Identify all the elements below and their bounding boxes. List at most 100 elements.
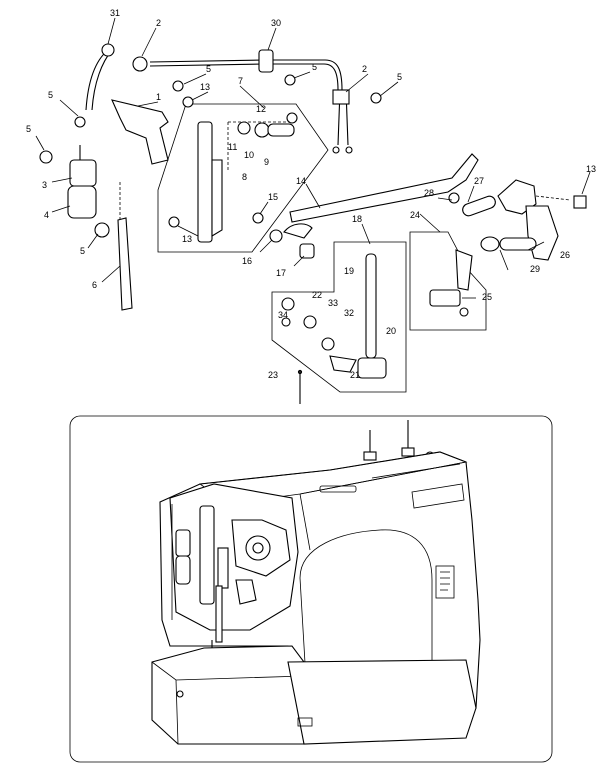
- callout-12: 12: [256, 104, 266, 114]
- callout-8: 8: [242, 172, 247, 182]
- callout-25: 25: [482, 292, 492, 302]
- callout-16: 16: [242, 256, 252, 266]
- lever-bar-6: [117, 217, 133, 311]
- screw-13-top: [182, 96, 194, 108]
- face-plate-bracket-1: [111, 99, 169, 165]
- callout-33: 33: [328, 298, 338, 308]
- inner-frame: [199, 505, 215, 605]
- leader-lines: [35, 17, 591, 299]
- callout-11: 11: [228, 142, 237, 152]
- shaft-29: [499, 237, 537, 251]
- screw-5-e: [39, 150, 53, 164]
- callout-15: 15: [268, 192, 278, 202]
- pin-9: [267, 123, 295, 137]
- screw-5-a: [172, 80, 184, 92]
- callout-27: 27: [474, 176, 484, 186]
- stitch-selector: [319, 485, 357, 493]
- callout-18: 18: [352, 214, 362, 224]
- presser-lever-14: [289, 153, 479, 223]
- callout-10: 10: [244, 150, 254, 160]
- callout-13-right: 13: [586, 164, 596, 174]
- exploded-parts-view: [39, 43, 587, 404]
- needle-bar-frame-8: [197, 121, 213, 243]
- screw-5-d: [74, 116, 86, 128]
- callout-1: 1: [156, 92, 161, 102]
- screw-13-right: [573, 195, 587, 209]
- callout-28: 28: [424, 188, 434, 198]
- callout-13-low: 13: [182, 234, 192, 244]
- callout-19: 19: [344, 266, 354, 276]
- rod-clamp-2-right: [332, 89, 350, 105]
- callout-5-b: 5: [312, 62, 317, 72]
- callout-14: 14: [296, 176, 306, 186]
- machine-overview: [69, 415, 553, 763]
- callout-5-f: 5: [80, 246, 85, 256]
- callout-3: 3: [42, 180, 47, 190]
- callout-6: 6: [92, 280, 97, 290]
- screw-17: [299, 243, 315, 259]
- washer-11: [237, 121, 251, 135]
- screw-22: [281, 297, 295, 311]
- callout-2-right: 2: [362, 64, 367, 74]
- callout-5-c: 5: [397, 72, 402, 82]
- tension-dial-3: [69, 159, 97, 187]
- frame-group-box-24: [409, 231, 487, 331]
- tension-dial: [175, 529, 191, 557]
- callout-26: 26: [560, 250, 570, 260]
- link-10: [254, 122, 270, 138]
- guide-32: [321, 337, 335, 351]
- frame-group-box-7: [157, 103, 329, 253]
- callout-21: 21: [350, 370, 360, 380]
- washer-33: [303, 315, 317, 329]
- callout-7: 7: [238, 76, 243, 86]
- callout-17: 17: [276, 268, 286, 278]
- machine-bed: [151, 645, 305, 745]
- screw-28: [448, 192, 460, 204]
- callout-30: 30: [271, 18, 281, 28]
- callout-2-left: 2: [156, 18, 161, 28]
- callout-5-e: 5: [26, 124, 31, 134]
- callout-9: 9: [264, 157, 269, 167]
- callout-31: 31: [110, 8, 120, 18]
- thread-guide-31: [101, 43, 115, 57]
- screw-5-f: [94, 222, 110, 238]
- top-window: [411, 483, 465, 509]
- callout-23: 23: [268, 370, 278, 380]
- presser-foot-25: [429, 289, 461, 307]
- rating-plate: [435, 565, 455, 599]
- free-arm-base: [287, 659, 477, 745]
- nut-16: [269, 229, 283, 243]
- callout-32: 32: [344, 308, 354, 318]
- callout-13-top: 13: [200, 82, 210, 92]
- screw-5-c: [370, 92, 382, 104]
- rod-clamp-2-left: [132, 56, 148, 72]
- screw-12: [286, 112, 298, 124]
- screw-13-low: [168, 216, 180, 228]
- callout-labels: 31 2 30 5 5 2 5 5 1 13 7 12 11 10 9 8 5 …: [26, 8, 596, 380]
- shaft-27: [462, 195, 496, 217]
- tension-body-4: [67, 185, 97, 219]
- callout-5-a: 5: [206, 64, 211, 74]
- cam-26: [525, 205, 559, 261]
- callout-5-d: 5: [48, 90, 53, 100]
- screw-34: [281, 317, 291, 327]
- frame-group-box-18: [271, 241, 407, 393]
- screw-5-b: [284, 74, 296, 86]
- callout-22: 22: [312, 290, 322, 300]
- needle-bar-19: [365, 253, 377, 359]
- callout-20: 20: [386, 326, 396, 336]
- thread-take-up-bracket: [283, 223, 313, 239]
- callout-24: 24: [410, 210, 420, 220]
- callout-34: 34: [278, 310, 288, 320]
- thread-guide-30: [258, 49, 274, 73]
- presser-arm: [455, 249, 473, 291]
- needle-bar: [215, 585, 223, 643]
- callout-4: 4: [44, 210, 49, 220]
- pretension-rod: [149, 59, 343, 91]
- thread-guide-21: [329, 355, 357, 373]
- machine-inset-frame: [69, 415, 553, 763]
- washer-15: [252, 212, 264, 224]
- arm-opening: [299, 529, 433, 681]
